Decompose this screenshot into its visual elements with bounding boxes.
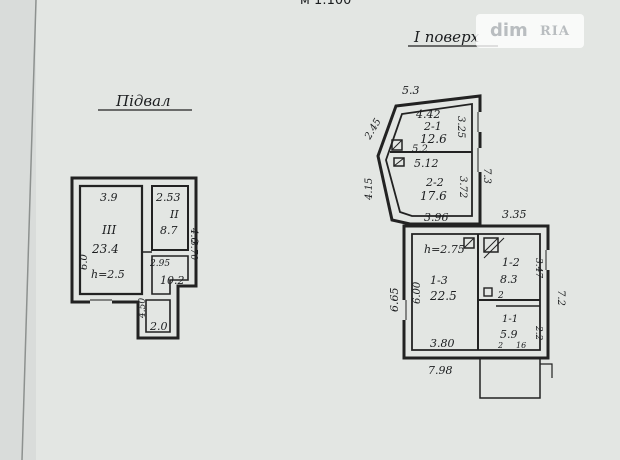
paper-edge [21,0,37,460]
basement-label-top-right: 2.53 [155,191,181,204]
basement-mid-side: 2.95 [149,259,170,269]
basement-room-ii-id: II [169,208,179,221]
floor1-upper-inner-wall [385,102,473,217]
basement-room-ii-area: 8.7 [160,224,178,237]
floor1-right-side: 7.3 [481,168,492,184]
basement-room-i-wall [151,255,189,295]
floor1-r11-width-a: 2 [497,341,503,350]
basement-room-ii-side: 4.0 [188,227,199,245]
floor1-stove-1-2 [483,237,499,253]
floor1-r11-id: 1-1 [502,314,518,325]
basement-room-i-area: 10.2 [160,274,185,287]
paper-sheet [36,0,620,460]
floor1-r13-small: 2 [497,291,504,301]
floor1-title: I поверх [413,28,480,46]
basement-mid-right: 3.70 [188,240,198,260]
floor1-r21-width: 4.42 [415,108,441,121]
watermark-box [476,14,584,48]
floor1-r11-side: 2.2 [533,325,543,341]
floor1-sink [483,287,493,297]
basement-plan [70,176,198,340]
basement-stair-side: 4.50 [138,298,148,319]
basement-height: h=2.5 [91,268,125,281]
floor1-r11-width-b: 16 [516,341,526,350]
basement-room-ii-wall [151,185,189,251]
floor1-r12-side: 3.47 [533,258,543,278]
floor1-r22-width: 5.12 [414,157,439,170]
basement-title: Підвал [115,92,171,110]
floor1-r21-side: 3.25 [455,116,466,138]
floor1-height: h=2.75 [424,243,465,256]
floor1-r13-id: 1-3 [430,274,448,287]
floor1-r21-area: 12.6 [420,132,447,146]
watermark-ria: RIA [540,24,570,39]
watermark-dim: dim [490,20,528,41]
basement-room-iii-wall [78,184,144,296]
floor1-porch-step [540,363,553,378]
floor1-top-width: 5.3 [402,84,420,97]
floor1-r12-id: 1-2 [502,256,520,269]
floor1-stove-2-1-mark [391,139,403,151]
floor1-door-swing [483,237,505,259]
floor1-outer-right: 7.2 [555,290,566,306]
floor1-stove-1-3-mark [463,237,475,249]
floor1-r22-side: 3.72 [457,176,468,198]
floor1-r13-bottom: 3.80 [430,337,455,350]
floor1-stove-1-2-mark [483,237,499,253]
basement-room-iii-id: III [101,223,116,237]
floor1-stove-2-2 [393,157,405,167]
floor1-r11-area: 5.9 [500,328,518,341]
basement-label-top-left: 3.9 [100,191,118,204]
basement-stair [145,299,171,333]
floor1-r21-id: 2-1 [423,120,442,133]
floor1-annex-width: 3.35 [502,208,527,221]
floor1-stove-1-3 [463,237,475,249]
floor1-total-width: 7.98 [428,364,453,377]
scale-label: м 1:100 [300,0,351,8]
basement-room-iii-area: 23.4 [91,242,119,256]
floor1-inner-left: 6.00 [412,281,423,304]
floor1-r22-area: 17.6 [420,189,447,203]
floor1-plan [376,94,553,399]
floor1-r22-id: 2-2 [425,176,444,189]
floor1-lower-inner-wall [411,233,541,351]
floor1-r13-area: 22.5 [429,289,457,303]
floor1-r21-wall: 5.2 [412,144,428,155]
basement-stair-width: 2.0 [149,320,168,333]
basement-left-side: 6.0 [79,253,90,270]
floor1-porch [479,358,541,399]
floor1-left-side: 4.15 [364,178,375,201]
floor1-stove-2-2-mark [393,157,405,167]
floor1-stove-2-1 [391,139,403,151]
floor1-outer-left: 6.65 [388,288,401,313]
floor1-r22-bottom: 3.96 [424,211,449,224]
floor1-r12-area: 8.3 [500,273,518,286]
floor1-upper-outer-wall [376,94,482,226]
